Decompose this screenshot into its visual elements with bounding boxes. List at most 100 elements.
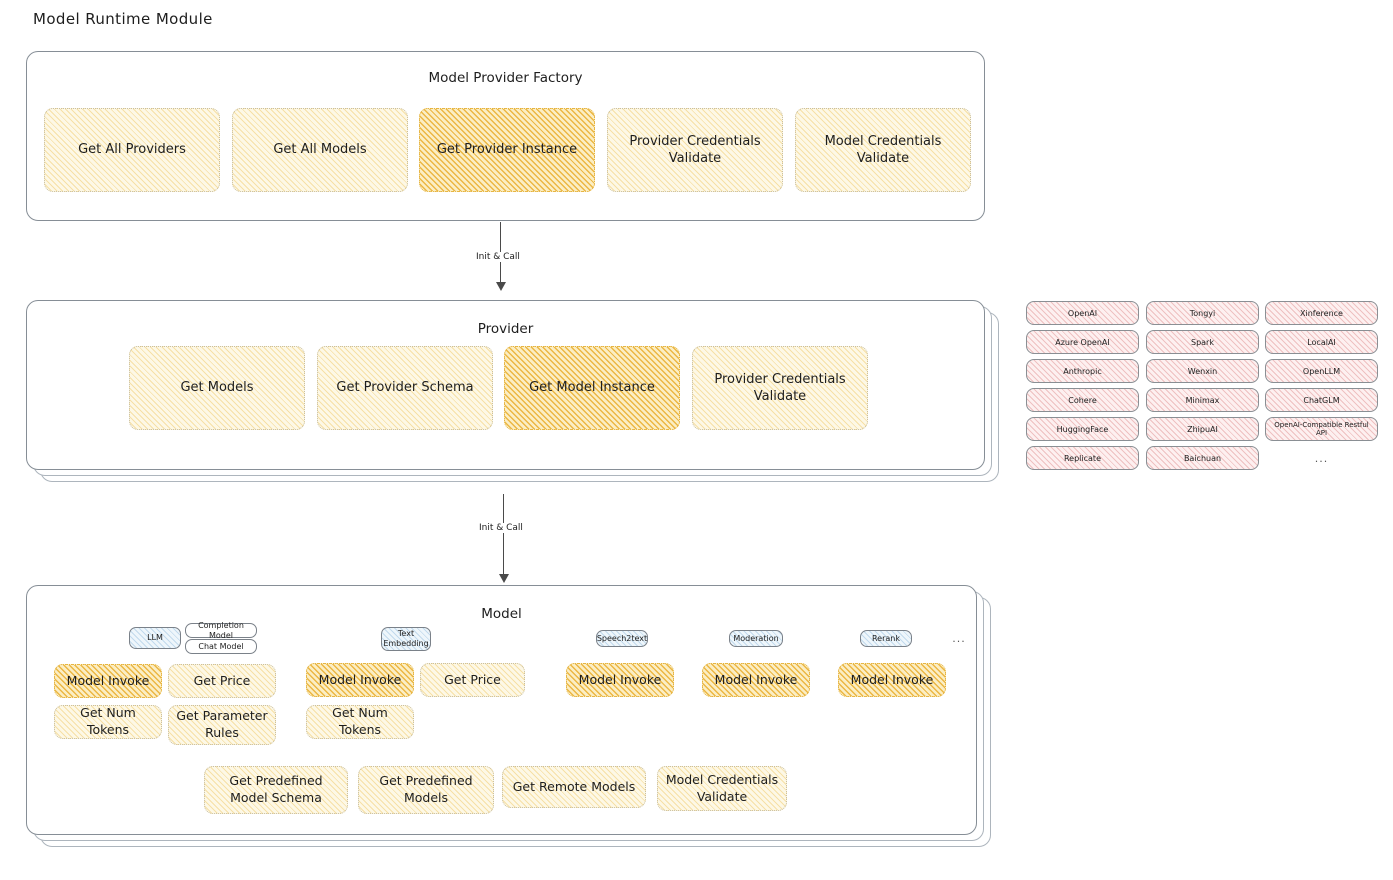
node-label: Model Invoke	[850, 671, 934, 687]
pill-label: ZhipuAI	[1187, 424, 1218, 434]
badge-label: Speech2text	[596, 633, 648, 643]
provider-pill-huggingface[interactable]: HuggingFace	[1026, 417, 1139, 441]
pill-label: Baichuan	[1183, 453, 1222, 463]
model-sub-badge-completion-model[interactable]: Completion Model	[185, 620, 257, 640]
pill-label: Tongyi	[1189, 308, 1216, 318]
pill-label: OpenAI	[1067, 308, 1098, 318]
model-types-more-ellipsis: ...	[952, 631, 966, 645]
provider-pill-minimax[interactable]: Minimax	[1146, 388, 1259, 412]
model-type-badge-speech2text[interactable]: Speech2text	[596, 630, 648, 647]
text-embedding-node-get-price[interactable]: Get Price	[420, 663, 525, 697]
factory-node-model-credentials-validate[interactable]: Model Credentials Validate	[795, 108, 971, 192]
provider-pill-anthropic[interactable]: Anthropic	[1026, 359, 1139, 383]
node-label: Get Num Tokens	[80, 705, 136, 737]
node-label: Get Predefined Models	[379, 773, 473, 805]
node-label: Model Credentials Validate	[824, 133, 942, 166]
pill-label: LocalAI	[1307, 337, 1336, 347]
provider-pill-chatglm[interactable]: ChatGLM	[1265, 388, 1378, 412]
badge-label: Moderation	[733, 633, 779, 643]
badge-label: LLM	[147, 633, 163, 643]
node-label: Model Invoke	[66, 672, 150, 688]
badge-label: Completion Model	[198, 620, 244, 640]
provider-pill-cohere[interactable]: Cohere	[1026, 388, 1139, 412]
model-type-badge-llm[interactable]: LLM	[129, 627, 181, 649]
node-label: Model Invoke	[578, 671, 662, 687]
factory-node-provider-credentials-validate[interactable]: Provider Credentials Validate	[607, 108, 783, 192]
arrow-provider-to-model-head	[499, 574, 509, 583]
arrow-factory-to-provider-label: Init & Call	[472, 252, 524, 262]
node-label: Model Invoke	[318, 671, 402, 687]
pill-label: Azure OpenAI	[1055, 337, 1110, 347]
node-label: Get All Providers	[78, 142, 186, 158]
badge-label: Text Embedding	[383, 629, 429, 648]
node-label: Model Invoke	[714, 671, 798, 687]
text-embedding-node-get-num-tokens[interactable]: Get Num Tokens	[306, 705, 414, 739]
model-type-badge-text-embedding[interactable]: Text Embedding	[381, 627, 431, 651]
node-label: Get Parameter Rules	[176, 708, 268, 740]
pill-label: ChatGLM	[1303, 395, 1340, 405]
arrow-provider-to-model-label: Init & Call	[475, 523, 527, 533]
factory-node-get-all-models[interactable]: Get All Models	[232, 108, 408, 192]
node-label: Get Provider Instance	[436, 142, 578, 158]
moderation-node-model-invoke[interactable]: Model Invoke	[702, 663, 810, 697]
provider-pill-zhipuai[interactable]: ZhipuAI	[1146, 417, 1259, 441]
pill-label: Spark	[1191, 337, 1214, 347]
text-embedding-node-model-invoke[interactable]: Model Invoke	[306, 663, 414, 697]
node-label: Get Num Tokens	[332, 705, 388, 737]
model-common-node-model-credentials-validate[interactable]: Model Credentials Validate	[657, 766, 787, 811]
provider-pill-replicate[interactable]: Replicate	[1026, 446, 1139, 470]
provider-pill-openllm[interactable]: OpenLLM	[1265, 359, 1378, 383]
provider-node-get-models[interactable]: Get Models	[129, 346, 305, 430]
node-label: Get Provider Schema	[336, 380, 474, 396]
speech2text-node-model-invoke[interactable]: Model Invoke	[566, 663, 674, 697]
provider-pill-tongyi[interactable]: Tongyi	[1146, 301, 1259, 325]
provider-node-get-provider-schema[interactable]: Get Provider Schema	[317, 346, 493, 430]
llm-node-get-num-tokens[interactable]: Get Num Tokens	[54, 705, 162, 739]
node-label: Get All Models	[273, 142, 367, 158]
badge-label: Rerank	[871, 633, 900, 643]
model-common-node-get-remote-models[interactable]: Get Remote Models	[502, 766, 646, 808]
provider-pill-spark[interactable]: Spark	[1146, 330, 1259, 354]
node-label: Get Price	[193, 672, 251, 688]
model-title: Model	[481, 606, 522, 622]
model-common-node-get-predefined-model-schema[interactable]: Get Predefined Model Schema	[204, 766, 348, 814]
factory-node-get-all-providers[interactable]: Get All Providers	[44, 108, 220, 192]
provider-node-get-model-instance[interactable]: Get Model Instance	[504, 346, 680, 430]
provider-node-provider-credentials-validate[interactable]: Provider Credentials Validate	[692, 346, 868, 430]
provider-pill-xinference[interactable]: Xinference	[1265, 301, 1378, 325]
node-label: Get Remote Models	[512, 778, 636, 794]
llm-node-get-parameter-rules[interactable]: Get Parameter Rules	[168, 705, 276, 745]
provider-pill-azure-openai[interactable]: Azure OpenAI	[1026, 330, 1139, 354]
node-label: Provider Credentials Validate	[714, 371, 846, 404]
model-provider-factory-title: Model Provider Factory	[428, 70, 583, 86]
pill-label: HuggingFace	[1056, 424, 1109, 434]
model-type-badge-moderation[interactable]: Moderation	[729, 630, 783, 647]
provider-pill-wenxin[interactable]: Wenxin	[1146, 359, 1259, 383]
node-label: Provider Credentials Validate	[629, 133, 761, 166]
pill-label: Replicate	[1063, 453, 1101, 463]
node-label: Get Predefined Model Schema	[229, 773, 323, 805]
badge-label: Chat Model	[198, 641, 244, 651]
pill-label: Cohere	[1068, 395, 1097, 405]
provider-pill-openai[interactable]: OpenAI	[1026, 301, 1139, 325]
node-label: Get Price	[444, 671, 501, 687]
provider-pill-baichuan[interactable]: Baichuan	[1146, 446, 1259, 470]
pill-label: OpenAI-Compatible Restful API	[1274, 421, 1369, 437]
arrow-provider-to-model	[503, 494, 505, 578]
provider-pill-openai-compatible-restful-api[interactable]: OpenAI-Compatible Restful API	[1265, 417, 1378, 441]
llm-node-get-price[interactable]: Get Price	[168, 664, 276, 698]
pill-label: Anthropic	[1063, 366, 1102, 376]
provider-pill-localai[interactable]: LocalAI	[1265, 330, 1378, 354]
llm-node-model-invoke[interactable]: Model Invoke	[54, 664, 162, 698]
node-label: Model Credentials Validate	[665, 771, 779, 804]
arrow-factory-to-provider-head	[496, 282, 506, 291]
page-title: Model Runtime Module	[33, 10, 213, 28]
pill-label: OpenLLM	[1302, 366, 1341, 376]
node-label: Get Model Instance	[529, 380, 655, 396]
factory-node-get-provider-instance[interactable]: Get Provider Instance	[419, 108, 595, 192]
model-sub-badge-chat-model[interactable]: Chat Model	[185, 639, 257, 654]
rerank-node-model-invoke[interactable]: Model Invoke	[838, 663, 946, 697]
model-common-node-get-predefined-models[interactable]: Get Predefined Models	[358, 766, 494, 814]
model-type-badge-rerank[interactable]: Rerank	[860, 630, 912, 647]
